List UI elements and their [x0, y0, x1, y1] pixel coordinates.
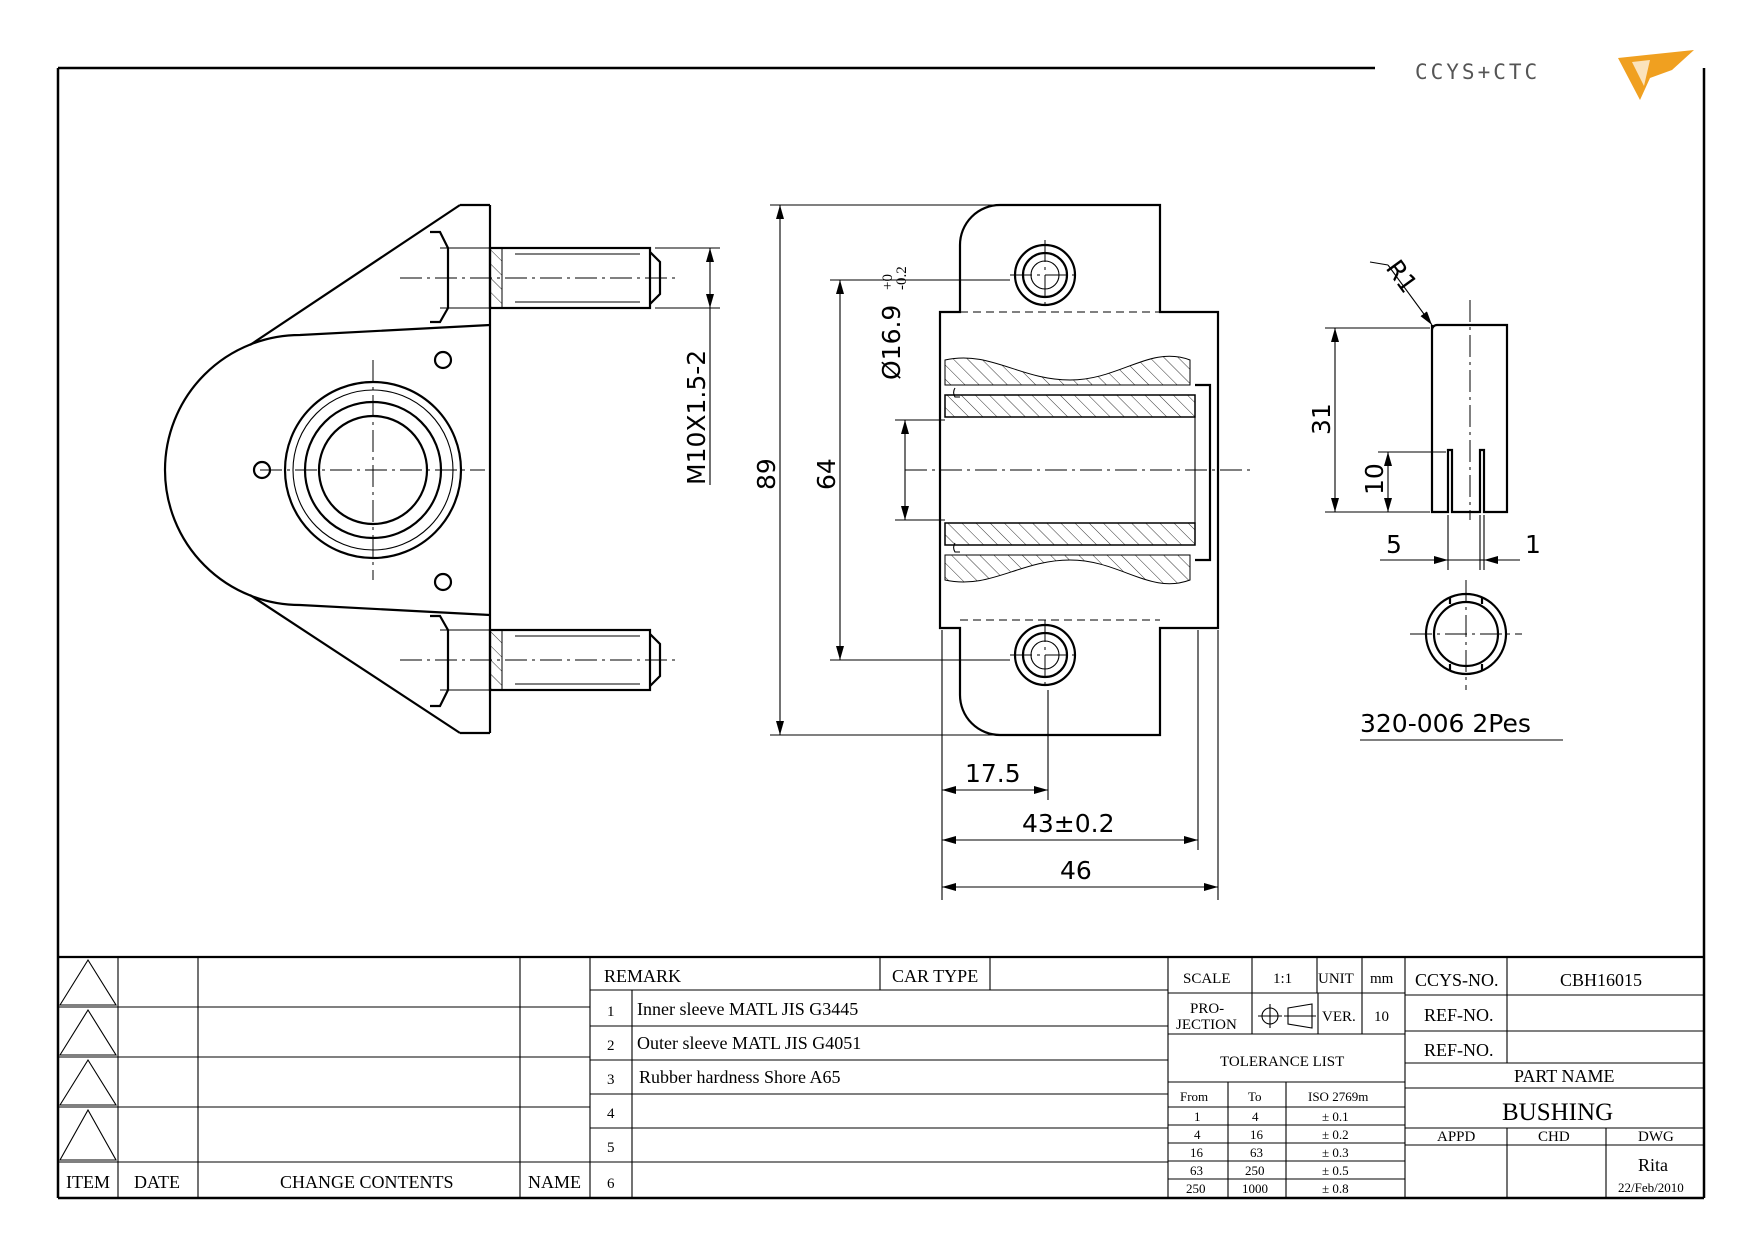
ref-no-label-1: REF-NO. — [1424, 1005, 1494, 1025]
scale-value: 1:1 — [1273, 971, 1292, 987]
tolerance-title: TOLERANCE LIST — [1220, 1054, 1344, 1070]
front-view — [163, 203, 680, 735]
remark-no-5: 5 — [607, 1140, 615, 1156]
outer-length-dimension: 46 — [1060, 856, 1092, 885]
part-callout: 320-006 2Pes — [1360, 709, 1531, 738]
appd-label: APPD — [1437, 1129, 1476, 1145]
unit-label: UNIT — [1318, 971, 1354, 987]
bore-diameter-dimension: Ø16.9 — [877, 305, 906, 380]
remark-no-1: 1 — [607, 1004, 615, 1020]
tol-from-1: 1 — [1194, 1109, 1201, 1124]
slot-gap-dimension: 1 — [1525, 530, 1541, 559]
remark-no-6: 6 — [607, 1176, 615, 1192]
ver-value: 10 — [1374, 1009, 1389, 1025]
remark-text-2: Outer sleeve MATL JIS G4051 — [637, 1033, 861, 1053]
tol-from-2: 4 — [1194, 1127, 1201, 1142]
inner-length-dimension: 43±0.2 — [1022, 809, 1115, 838]
knurl-marks — [489, 247, 503, 691]
tol-to-header: To — [1248, 1089, 1262, 1104]
name-header: NAME — [528, 1172, 581, 1192]
tol-to-2: 16 — [1250, 1127, 1264, 1142]
dwg-date: 22/Feb/2010 — [1618, 1180, 1684, 1195]
projection-symbol-icon — [1258, 1003, 1316, 1029]
ref-no-label-2: REF-NO. — [1424, 1040, 1494, 1060]
remark-no-2: 2 — [607, 1038, 615, 1054]
logo-emblem-icon — [1618, 50, 1694, 100]
thread-dimension: M10X1.5-2 — [682, 350, 711, 485]
part-info-table: CCYS-NO. CBH16015 REF-NO. REF-NO. PART N… — [1405, 957, 1704, 1198]
sleeve-height-dimension: 31 — [1307, 403, 1336, 435]
tol-from-4: 63 — [1190, 1163, 1203, 1178]
tol-to-5: 1000 — [1242, 1181, 1268, 1196]
spec-table: SCALE 1:1 UNIT mm PRO- JECTION VER. 10 T… — [1167, 957, 1406, 1198]
ver-label: VER. — [1322, 1009, 1356, 1025]
title-block: ITEM DATE CHANGE CONTENTS NAME REMARK CA… — [58, 955, 1704, 1198]
section-dimensions: M10X1.5-2 89 64 Ø16.9 +0 -0.2 17.5 43±0.… — [655, 204, 1219, 900]
remark-header: REMARK — [604, 966, 681, 986]
sheet-border — [56, 66, 1706, 1200]
remark-text-3: Rubber hardness Shore A65 — [639, 1067, 840, 1087]
tol-to-1: 4 — [1252, 1109, 1259, 1124]
bore-tol-lower: -0.2 — [894, 266, 910, 290]
chd-label: CHD — [1538, 1129, 1570, 1145]
bolt-spacing-dimension: 64 — [812, 458, 841, 490]
tol-value-3: ± 0.3 — [1322, 1145, 1349, 1160]
projection-label-1: PRO- — [1190, 1001, 1224, 1017]
bore-tol-upper: +0 — [880, 274, 896, 290]
change-contents-header: CHANGE CONTENTS — [280, 1172, 454, 1192]
radius-dimension: R1 — [1380, 254, 1423, 298]
tol-value-5: ± 0.8 — [1322, 1181, 1349, 1196]
tol-from-header: From — [1180, 1089, 1208, 1104]
tol-value-2: ± 0.2 — [1322, 1127, 1349, 1142]
part-name-label: PART NAME — [1514, 1066, 1614, 1086]
revision-table: ITEM DATE CHANGE CONTENTS NAME — [58, 957, 591, 1198]
car-type-label: CAR TYPE — [892, 966, 978, 986]
scale-label: SCALE — [1183, 971, 1231, 987]
slot-depth-dimension: 10 — [1360, 463, 1389, 495]
tol-to-3: 63 — [1250, 1145, 1263, 1160]
dwg-label: DWG — [1638, 1129, 1674, 1145]
tol-value-4: ± 0.5 — [1322, 1163, 1349, 1178]
company-logo: CCYS+CTC — [1415, 50, 1694, 100]
part-name-value: BUSHING — [1502, 1099, 1613, 1126]
overall-height-dimension: 89 — [752, 458, 781, 490]
slot-width-dimension: 5 — [1386, 530, 1402, 559]
ccys-no-value: CBH16015 — [1560, 970, 1642, 990]
ccys-no-label: CCYS-NO. — [1415, 970, 1499, 990]
remark-table: REMARK CAR TYPE 1 Inner sleeve MATL JIS … — [590, 957, 1168, 1198]
unit-value: mm — [1370, 971, 1394, 987]
sleeve-detail-view: R1 31 10 5 1 320-006 2Pes — [1307, 254, 1563, 741]
tol-to-4: 250 — [1245, 1163, 1265, 1178]
logo-text: CCYS+CTC — [1415, 60, 1540, 84]
dwg-name: Rita — [1638, 1155, 1668, 1175]
revision-triangles — [59, 958, 117, 1161]
item-header: ITEM — [66, 1172, 110, 1192]
date-header: DATE — [134, 1172, 180, 1192]
projection-label-2: JECTION — [1176, 1017, 1237, 1033]
remark-no-3: 3 — [607, 1072, 615, 1088]
offset-dimension: 17.5 — [965, 759, 1021, 788]
remark-text-1: Inner sleeve MATL JIS G3445 — [637, 999, 858, 1019]
tol-value-1: ± 0.1 — [1322, 1109, 1349, 1124]
tol-from-5: 250 — [1186, 1181, 1206, 1196]
tol-from-3: 16 — [1190, 1145, 1204, 1160]
tol-std-header: ISO 2769m — [1308, 1089, 1368, 1104]
remark-no-4: 4 — [607, 1106, 615, 1122]
